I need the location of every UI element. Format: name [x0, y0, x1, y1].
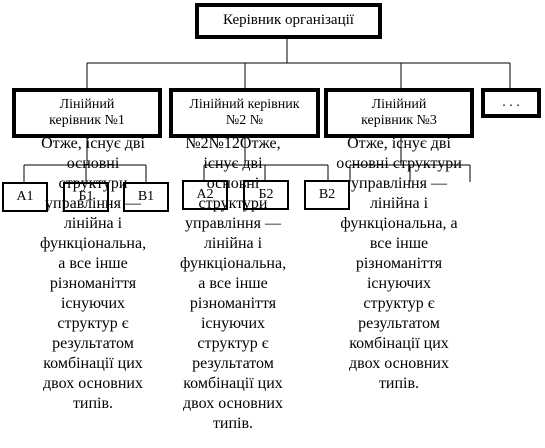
subordinate-label-v1: В1 — [137, 188, 155, 204]
manager-box-3: Лінійний керівник №3 — [324, 88, 474, 138]
subordinate-label-b2: Б2 — [258, 186, 274, 202]
overflow-text-column-3: Отже, існує дві основні структури управл… — [336, 134, 462, 394]
subordinate-label-v2: В2 — [318, 186, 336, 202]
subordinate-box-a1: А1 — [2, 182, 48, 212]
manager-label-1: Лінійний керівник №1 — [49, 96, 125, 128]
manager-box-2: Лінійний керівник №2 № — [169, 88, 320, 138]
overflow-text-2-prefix: №2№12 — [185, 135, 240, 152]
top-manager-box: Керівник організації — [195, 3, 382, 39]
subordinate-label-a2: А2 — [196, 186, 214, 202]
overflow-text-column-2: №2№12Отже, існує дві основні структури у… — [180, 134, 286, 448]
subordinate-label-a1: А1 — [16, 188, 34, 204]
overflow-text-1: Отже, існує дві основні структури управл… — [40, 135, 147, 412]
subordinate-label-b1: Б1 — [78, 188, 94, 204]
manager-label-more: . . . — [502, 94, 520, 110]
top-manager-label: Керівник організації — [223, 12, 354, 29]
manager-label-2: Лінійний керівник №2 № — [189, 96, 300, 128]
manager-box-1: Лінійний керівник №1 — [12, 88, 162, 138]
overflow-text-2: Отже, існує дві основні структури управл… — [180, 135, 286, 432]
manager-box-more: . . . — [481, 88, 541, 118]
subordinate-box-b2: Б2 — [243, 180, 289, 210]
subordinate-box-a2: А2 — [182, 180, 228, 210]
overflow-text-column-1: Отже, існує дві основні структури управл… — [40, 134, 146, 414]
subordinate-box-b1: Б1 — [63, 182, 109, 212]
subordinate-box-v2: В2 — [304, 180, 350, 210]
manager-label-3: Лінійний керівник №3 — [361, 96, 437, 128]
overflow-text-3: Отже, існує дві основні структури управл… — [336, 135, 462, 392]
subordinate-box-v1: В1 — [123, 182, 169, 212]
